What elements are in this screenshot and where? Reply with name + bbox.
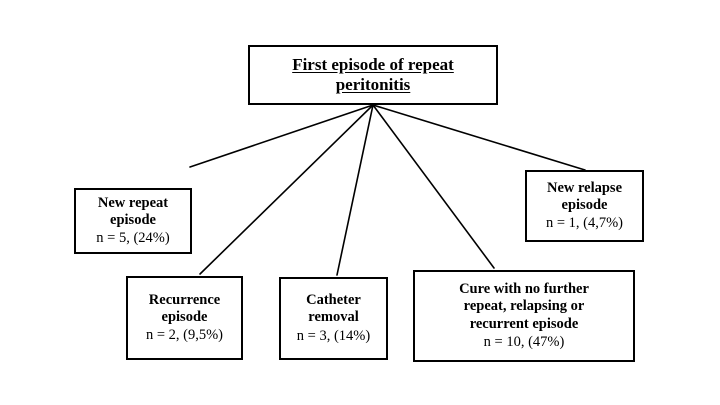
node-recurrence-episode: Recurrence episode n = 2, (9,5%) — [126, 276, 243, 360]
node-cure-no-further-episode: Cure with no further repeat, relapsing o… — [413, 270, 635, 362]
node-catheter-removal: Catheter removal n = 3, (14%) — [279, 277, 388, 360]
node-cure-count: n = 10, (47%) — [483, 333, 565, 350]
node-catheter-line-1: Catheter — [306, 292, 361, 309]
node-new-repeat-line-1: New repeat — [97, 194, 169, 211]
node-new-relapse-line-1: New relapse — [546, 179, 623, 196]
node-new-relapse-line-2: episode — [561, 196, 608, 213]
connector-to-recurrence — [199, 104, 374, 275]
connector-to-new-repeat — [189, 104, 374, 168]
node-new-relapse-count: n = 1, (4,7%) — [545, 215, 624, 232]
node-recurrence-line-1: Recurrence — [148, 291, 221, 308]
connector-to-new-relapse — [372, 104, 586, 171]
node-first-episode-repeat-peritonitis: First episode of repeat peritonitis — [248, 45, 498, 105]
connector-to-catheter — [336, 104, 374, 276]
node-new-repeat-episode: New repeat episode n = 5, (24%) — [74, 188, 192, 254]
node-cure-line-2: repeat, relapsing or — [463, 298, 585, 315]
node-cure-line-1: Cure with no further — [459, 281, 589, 298]
node-new-repeat-count: n = 5, (24%) — [96, 230, 170, 247]
node-new-relapse-episode: New relapse episode n = 1, (4,7%) — [525, 170, 644, 242]
node-catheter-count: n = 3, (14%) — [296, 327, 371, 344]
node-catheter-line-2: removal — [308, 309, 359, 326]
node-root-line-1: First episode of repeat — [292, 54, 454, 74]
node-new-repeat-line-2: episode — [110, 211, 156, 228]
node-recurrence-line-2: episode — [161, 308, 208, 325]
node-recurrence-count: n = 2, (9,5%) — [145, 327, 224, 344]
node-cure-line-3: recurrent episode — [469, 315, 579, 332]
connector-to-cure — [372, 104, 495, 269]
node-root-line-2: peritonitis — [335, 75, 411, 94]
